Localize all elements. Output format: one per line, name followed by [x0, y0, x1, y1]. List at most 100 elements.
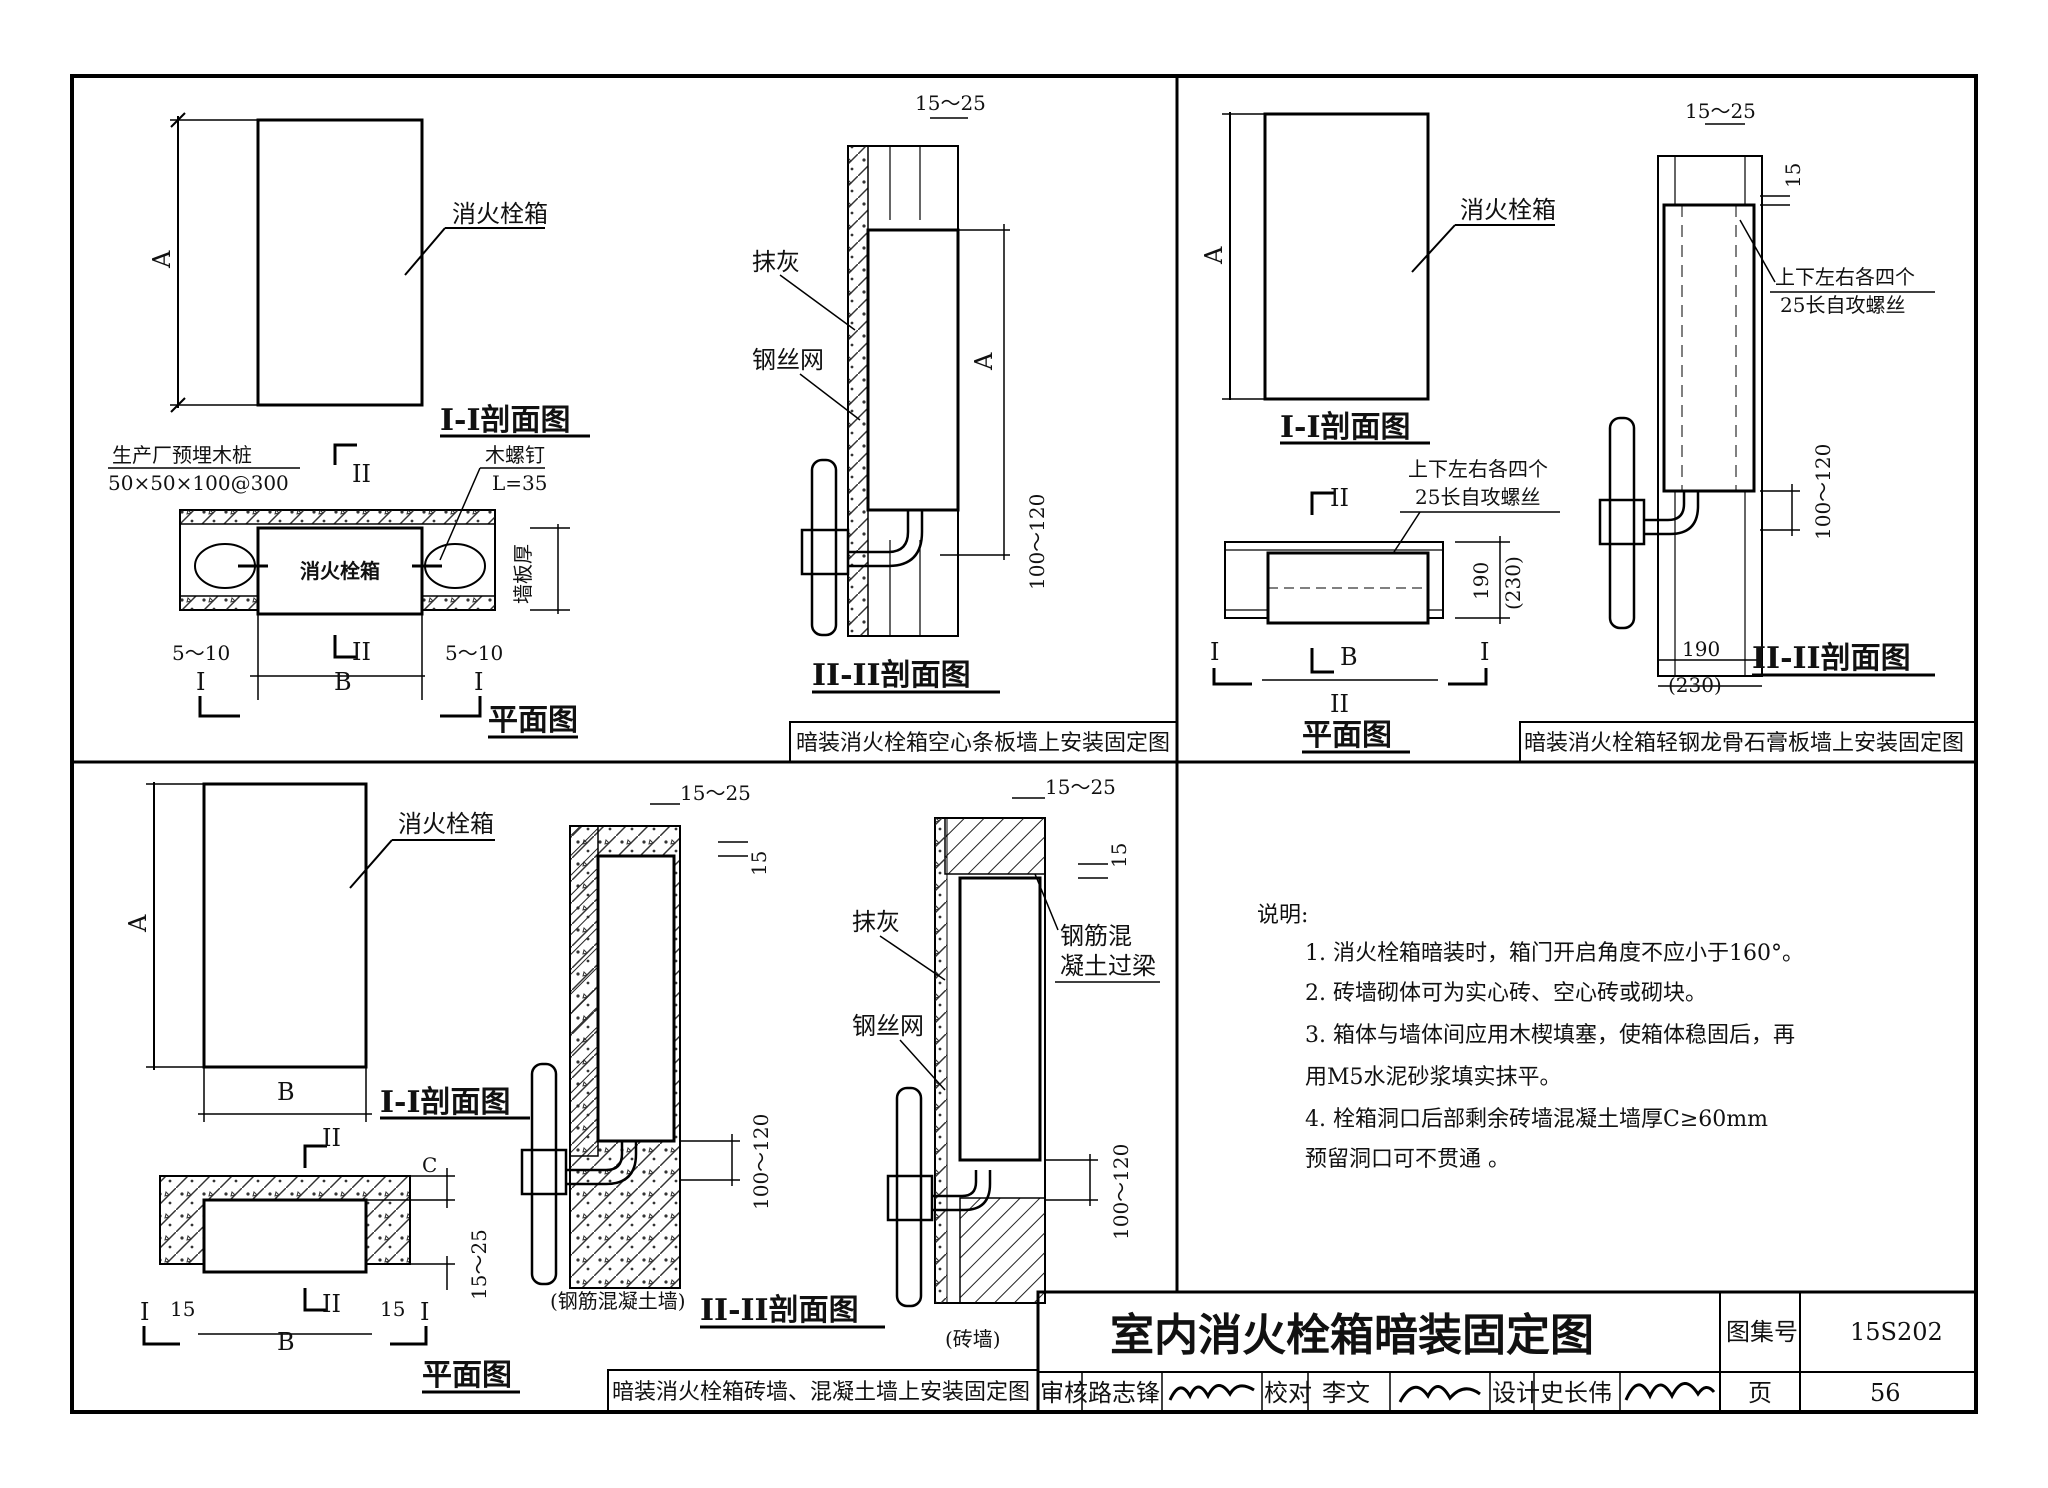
note-3: 3. 箱体与墙体间应用木楔填塞，使箱体稳固后，再: [1305, 1023, 1795, 1048]
designer-name: 史长伟: [1540, 1379, 1612, 1407]
panel-top-right: A 消火栓箱 I-I剖面图 II 上下左右各四个 25长自攻螺丝 190 (23…: [1200, 99, 1977, 763]
plan-title: 平面图: [422, 1358, 512, 1393]
dim-15-rc: 15: [747, 851, 771, 876]
note-2: 2. 砖墙砌体可为实心砖、空心砖或砌块。: [1305, 981, 1707, 1006]
dim-15-25-brick: 15～25: [1045, 775, 1116, 799]
section-1-title: I-I剖面图: [1280, 410, 1411, 445]
box-label: 消火栓箱: [452, 200, 548, 228]
checker-name: 李文: [1322, 1379, 1370, 1407]
hydrant-box-plan: [202, 1198, 368, 1274]
designer-signature: [1624, 1382, 1716, 1401]
plan-box-label: 消火栓箱: [300, 559, 380, 583]
brick-wall-label: (砖墙): [945, 1327, 1001, 1351]
hydrant-box-section: [866, 228, 960, 512]
plan-dim-b: B: [277, 1328, 295, 1356]
dim-15-25: 15～25: [1685, 99, 1756, 123]
hydrant-box-elevation: [256, 118, 424, 407]
review-label: 审核: [1040, 1379, 1088, 1407]
page-label: 页: [1748, 1379, 1772, 1407]
mark-ii-bottom: II: [1330, 690, 1349, 718]
dim-b-label: B: [1340, 643, 1358, 671]
note-4: 4. 栓箱洞口后部剩余砖墙混凝土墙厚C≥60mm: [1305, 1107, 1768, 1132]
plaster-label: 抹灰: [752, 248, 800, 276]
note-3-cont: 用M5水泥砂浆填实抹平。: [1305, 1065, 1562, 1090]
mesh-label: 钢丝网: [752, 346, 824, 374]
mark-ii-top: II: [1330, 484, 1349, 512]
plan-title: 平面图: [488, 703, 578, 738]
drawing-title: 室内消火栓箱暗装固定图: [1110, 1310, 1594, 1361]
panel-bottom-left: A 消火栓箱 B I-I剖面图 II C 15～25 II I 15 15 I …: [124, 775, 1160, 1413]
reviewer-name: 路志锋: [1088, 1379, 1160, 1407]
gap-left-label: 5～10: [172, 641, 230, 665]
plan-15-left: 15: [170, 1297, 195, 1321]
hydrant-box-section: [1662, 203, 1756, 493]
box-label: 消火栓箱: [398, 810, 494, 838]
hydrant-box-elevation: [1263, 112, 1430, 401]
checker-signature: [1398, 1385, 1481, 1403]
screw-note-1: 上下左右各四个: [1408, 457, 1548, 481]
mark-ii-top: II: [322, 1124, 341, 1152]
dim-100-120: 100～120: [1025, 494, 1049, 590]
wall-thickness-label: 墙板厚: [511, 544, 535, 604]
note-1: 1. 消火栓箱暗装时，箱门开启角度不应小于160°。: [1305, 941, 1804, 966]
page-number: 56: [1870, 1379, 1901, 1407]
hydrant-box-elevation: [202, 782, 368, 1069]
mark-i-right: I: [420, 1298, 429, 1326]
note-4-cont: 预留洞口可不贯通 。: [1305, 1147, 1510, 1172]
dim-15-25-rc: 15～25: [680, 781, 751, 805]
dim-190-section: 190: [1682, 637, 1720, 661]
atlas-label: 图集号: [1726, 1318, 1798, 1346]
reviewer-signature: [1168, 1384, 1255, 1401]
screw-note-section-1: 上下左右各四个: [1775, 265, 1915, 289]
plan-title: 平面图: [1302, 718, 1392, 753]
rc-wall-label: (钢筋混凝土墙): [550, 1289, 686, 1313]
check-label: 校对: [1264, 1379, 1312, 1407]
dim-15: 15: [1781, 163, 1805, 188]
dim-15-brick: 15: [1107, 843, 1131, 868]
hydrant-box-section-rc: [596, 854, 676, 1143]
dim-15-25: 15～25: [915, 91, 986, 115]
section-1-title: I-I剖面图: [440, 403, 571, 438]
dim-b-label: B: [334, 668, 352, 696]
hydrant-box-section-brick: [958, 876, 1042, 1162]
plaster-label-brick: 抹灰: [852, 908, 900, 936]
box-label: 消火栓箱: [1460, 196, 1556, 224]
caption: 暗装消火栓箱砖墙、混凝土墙上安装固定图: [612, 1380, 1030, 1405]
mark-ii-bottom: II: [322, 1290, 341, 1318]
mark-i-left: I: [1210, 638, 1219, 666]
gap-right-label: 5～10: [445, 641, 503, 665]
dim-a-section: A: [970, 352, 998, 371]
notes-heading: 说明:: [1257, 903, 1308, 928]
gypsum-wall-section: [1657, 155, 1763, 677]
dim-230: (230): [1501, 556, 1525, 610]
dim-100-120-brick: 100～120: [1109, 1144, 1133, 1240]
hydrant-box-plan: [256, 526, 424, 616]
dim-100-120: 100～120: [1811, 444, 1835, 540]
mark-i-right: I: [1480, 638, 1489, 666]
mark-i-left: I: [140, 1298, 149, 1326]
plan-gap: 15～25: [467, 1229, 491, 1300]
dim-c: C: [422, 1153, 437, 1177]
section-2-title: II-II剖面图: [812, 658, 971, 693]
mark-i-right: I: [474, 668, 483, 696]
dim-190: 190: [1469, 562, 1493, 600]
fire-riser-pipe: [1608, 416, 1636, 630]
screw-note-2: 25长自攻螺丝: [1415, 485, 1540, 509]
section-2-title: II-II剖面图: [700, 1293, 859, 1328]
screw-note-section-2: 25长自攻螺丝: [1780, 293, 1905, 317]
section-1-title: I-I剖面图: [380, 1085, 511, 1120]
panel-top-left: A 消火栓箱 I-I剖面图 生产厂预埋木桩 50×50×100@300 木螺钉 …: [108, 91, 1178, 763]
mark-ii-top: II: [352, 460, 371, 488]
title-block: 室内消火栓箱暗装固定图 图集号 15S202 审核 路志锋 校对 李文 设计 史…: [1036, 1290, 1978, 1414]
dim-230-section: (230): [1668, 673, 1722, 697]
screw-label-1: 木螺钉: [485, 443, 545, 467]
caption: 暗装消火栓箱轻钢龙骨石膏板墙上安装固定图: [1524, 731, 1964, 756]
atlas-number: 15S202: [1850, 1318, 1943, 1346]
dim-a-label: A: [148, 250, 176, 269]
section-2-title: II-II剖面图: [1752, 641, 1911, 676]
dim-b-label: B: [277, 1078, 295, 1106]
dim-a-label: A: [1200, 246, 1228, 265]
embed-label-2: 50×50×100@300: [108, 471, 289, 495]
lintel-label-1: 钢筋混: [1060, 922, 1132, 950]
dim-100-120-rc: 100～120: [749, 1114, 773, 1210]
